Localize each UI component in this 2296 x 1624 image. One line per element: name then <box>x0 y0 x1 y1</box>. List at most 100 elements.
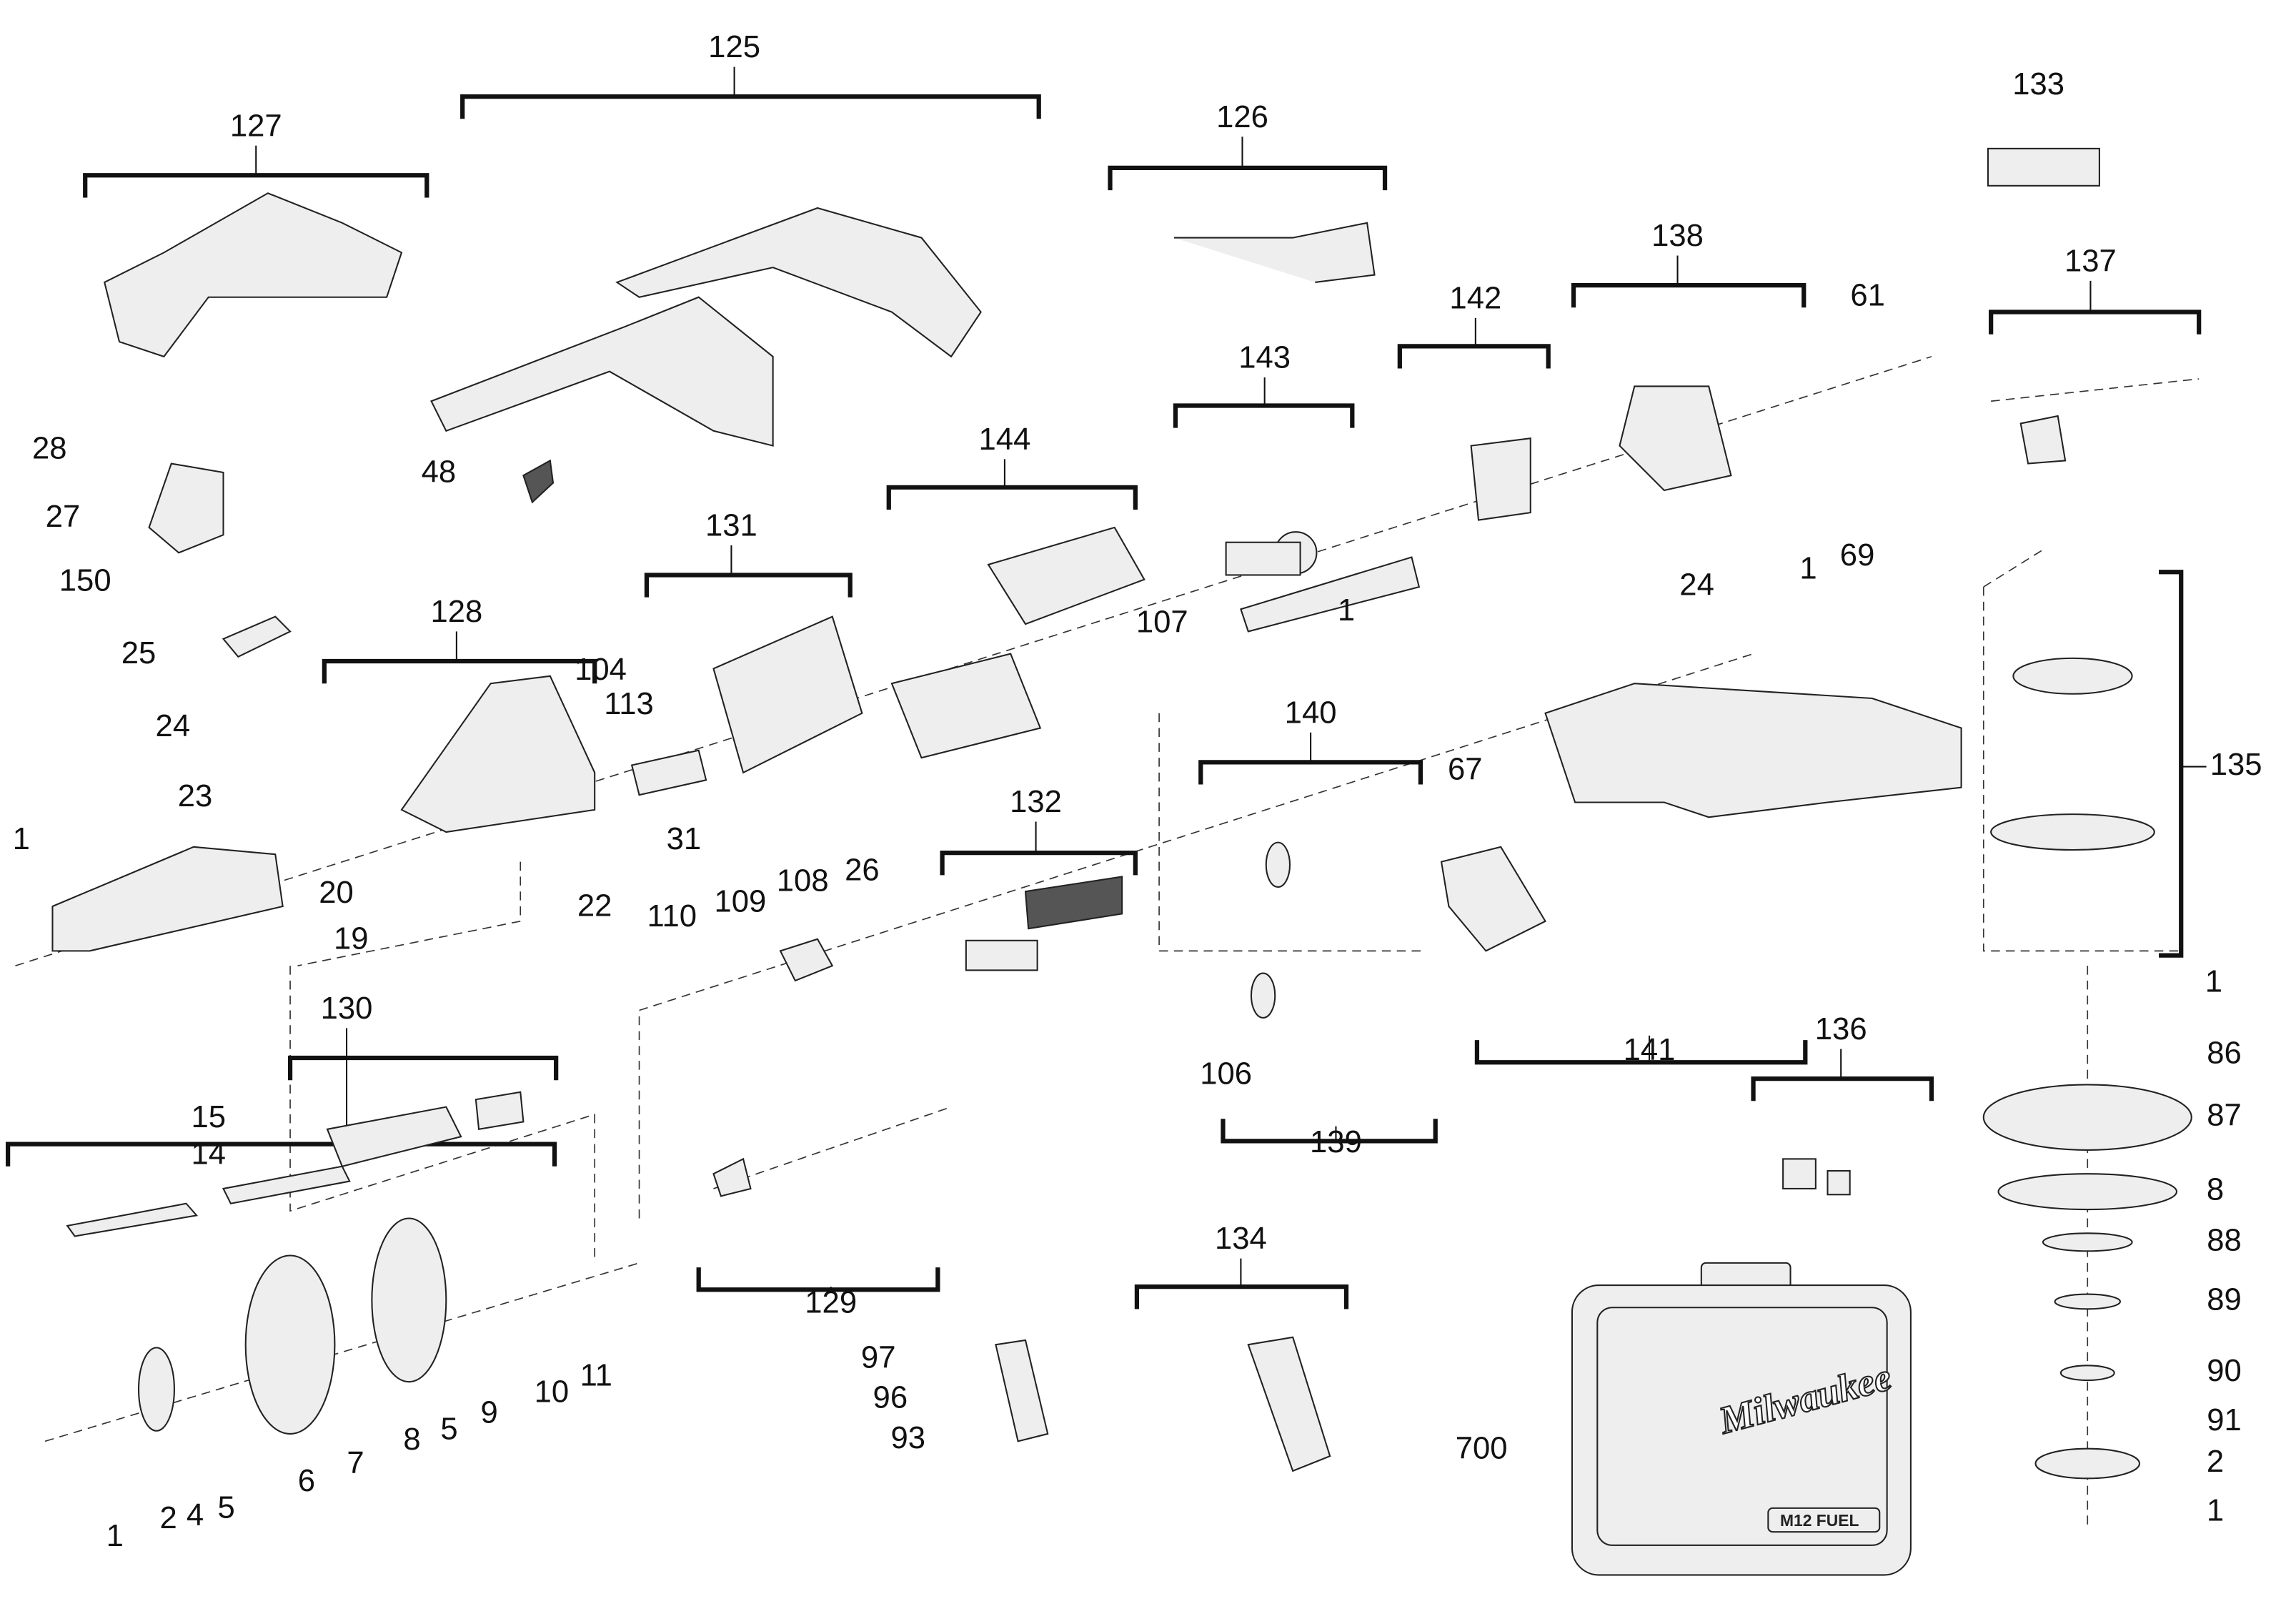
case-badge: M12 FUEL <box>1780 1511 1859 1530</box>
callout: 97 <box>861 1340 896 1375</box>
callout: 1 <box>106 1518 124 1553</box>
spring-130 <box>326 1106 462 1167</box>
cover-2 <box>137 1347 175 1432</box>
part-137 <box>2019 415 2067 465</box>
callout: 136 <box>1815 1011 1867 1046</box>
callout: 140 <box>1285 695 1337 730</box>
module-144 <box>987 526 1145 625</box>
callout: 48 <box>422 455 457 490</box>
part-136b <box>1827 1169 1851 1196</box>
guide-107 <box>1240 556 1421 633</box>
callout: 6 <box>298 1463 315 1498</box>
wheel-6 <box>244 1254 336 1435</box>
part-90 <box>2059 1365 2115 1382</box>
callout: 106 <box>1200 1056 1252 1091</box>
plate-108 <box>779 938 834 982</box>
handle-126 <box>1173 222 1376 283</box>
callout: 93 <box>891 1420 926 1455</box>
gasket-67 <box>1440 846 1547 952</box>
callout: 96 <box>873 1380 908 1415</box>
callout: 113 <box>604 686 654 721</box>
callout: 133 <box>2012 66 2064 102</box>
callout: 127 <box>230 108 282 143</box>
housing-half-125b <box>615 207 982 358</box>
callout: 1 <box>1799 551 1817 586</box>
callout: 109 <box>714 883 766 919</box>
callout: 11 <box>580 1357 612 1392</box>
callout: 126 <box>1216 99 1268 134</box>
callout: 1 <box>2207 1493 2224 1528</box>
plate-135 <box>1990 813 2155 851</box>
part-129 <box>712 1157 752 1197</box>
callout: 89 <box>2207 1282 2242 1317</box>
callout: 139 <box>1310 1124 1362 1159</box>
callout: 5 <box>218 1490 235 1525</box>
module-144b <box>890 653 1042 759</box>
part-96 <box>995 1339 1049 1442</box>
callout: 129 <box>805 1285 857 1320</box>
callout: 2 <box>159 1500 177 1535</box>
part-27 <box>148 462 224 554</box>
callout: 132 <box>1010 784 1062 819</box>
callout: 4 <box>187 1497 204 1533</box>
callout: 104 <box>575 652 627 687</box>
callout: 15 <box>191 1099 226 1134</box>
part-136a <box>1782 1158 1817 1189</box>
guard-23 <box>51 846 284 952</box>
callout: 107 <box>1136 605 1188 640</box>
callout: 141 <box>1624 1032 1676 1067</box>
callout: 61 <box>1850 277 1885 312</box>
callout: 130 <box>321 991 373 1026</box>
callout: 137 <box>2064 243 2117 278</box>
callout: 7 <box>347 1445 364 1480</box>
callout: 144 <box>978 422 1030 457</box>
callout: 10 <box>535 1374 570 1409</box>
cover-2b <box>2034 1447 2141 1480</box>
part-89 <box>2054 1293 2122 1310</box>
callout: 142 <box>1449 280 1501 315</box>
gear-140 <box>1265 841 1291 888</box>
label-132 <box>965 939 1038 971</box>
callout: 22 <box>577 888 612 924</box>
callout-labels: 125 127 126 133 138 61 137 142 143 144 1… <box>13 29 2262 1553</box>
gear-139 <box>1250 972 1276 1019</box>
carry-case-700: Milwaukee M12 FUEL <box>1571 1262 1912 1576</box>
callout: 8 <box>403 1422 420 1457</box>
label-31 <box>630 749 707 796</box>
callout: 28 <box>32 430 67 465</box>
callout: 134 <box>1215 1221 1267 1256</box>
plate-130 <box>474 1091 525 1131</box>
callout: 67 <box>1448 751 1483 786</box>
callout: 87 <box>2207 1098 2242 1133</box>
callout: 9 <box>480 1395 497 1430</box>
callout: 25 <box>121 635 156 670</box>
callout: 90 <box>2207 1353 2242 1388</box>
callout: 86 <box>2207 1035 2242 1070</box>
part-142 <box>1470 437 1531 521</box>
callout: 69 <box>1840 538 1875 573</box>
part-134 <box>1247 1336 1331 1472</box>
callout: 24 <box>1679 568 1714 603</box>
callout: 31 <box>667 821 702 856</box>
wheel-87 <box>1982 1084 2192 1151</box>
callout: 19 <box>334 921 369 956</box>
motor-assembly-127 <box>104 192 403 358</box>
callout: 1 <box>13 821 30 856</box>
main-housing-69 <box>1544 683 1962 818</box>
callout: 1 <box>2205 964 2222 999</box>
callout: 26 <box>845 853 880 888</box>
callout: 5 <box>440 1411 457 1446</box>
callout: 8 <box>2207 1172 2224 1207</box>
callout: 135 <box>2210 747 2262 782</box>
gear-case-138 <box>1619 385 1732 492</box>
gearbox-128 <box>400 675 596 833</box>
callout: 150 <box>59 563 111 598</box>
tire-8b <box>1997 1173 2178 1211</box>
part-14 <box>222 1165 351 1204</box>
callout: 20 <box>319 875 354 910</box>
callout: 88 <box>2207 1222 2242 1257</box>
parts: Milwaukee M12 FUEL <box>51 147 2192 1576</box>
callout: 23 <box>178 778 213 813</box>
callout: 2 <box>2207 1444 2224 1479</box>
